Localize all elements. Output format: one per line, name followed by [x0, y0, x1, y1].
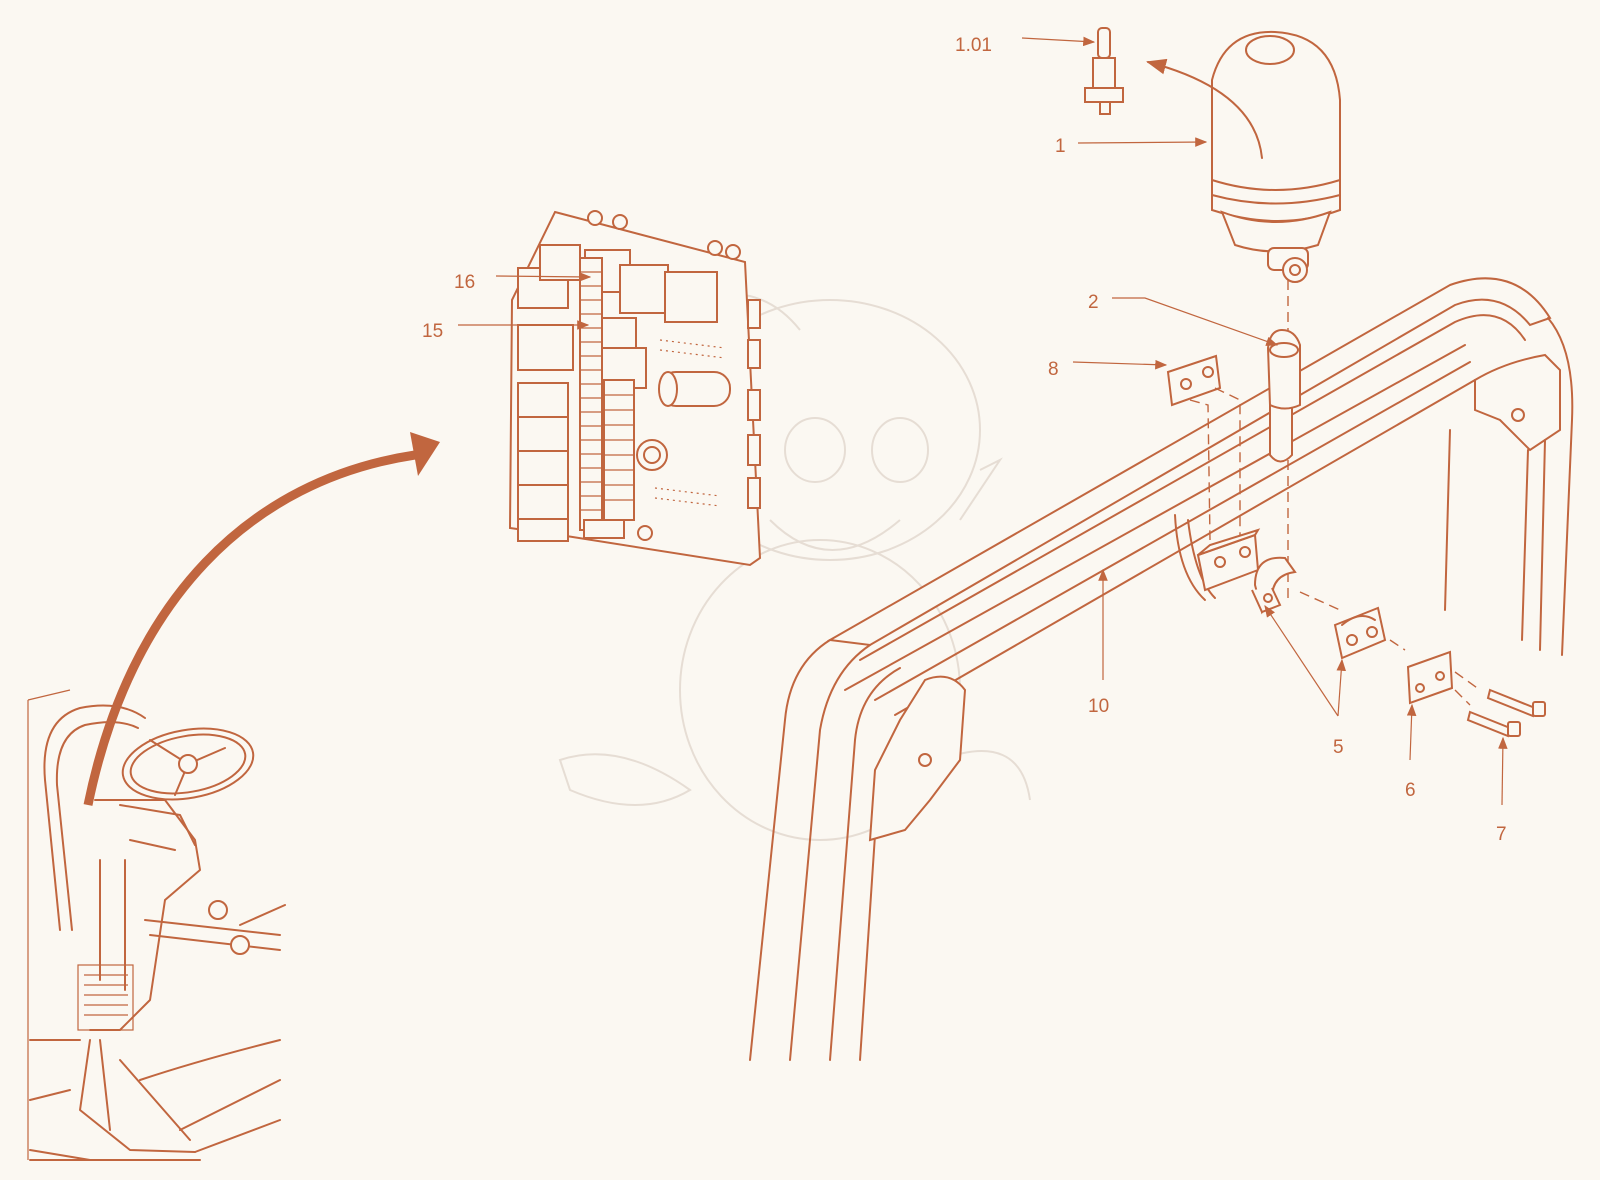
mount-tube: [1266, 280, 1301, 600]
callout-1: 1: [1055, 136, 1066, 157]
beacon-lamp: [1146, 30, 1341, 283]
callout-10: 10: [1088, 696, 1109, 717]
rops-frame: [749, 277, 1574, 1061]
leader-lines: [458, 36, 1508, 806]
callout-2: 2: [1088, 292, 1099, 313]
callout-1-01: 1.01: [955, 35, 992, 56]
callout-8: 8: [1048, 359, 1059, 380]
clamp-halves: [1251, 556, 1387, 660]
backing-plate: [1299, 591, 1481, 706]
clamp-block: [1196, 528, 1261, 592]
detail-pointer-arrow: [83, 450, 416, 806]
callout-16: 16: [454, 272, 475, 293]
callout-7: 7: [1496, 824, 1507, 845]
bolts: [1466, 688, 1546, 738]
callout-6: 6: [1405, 780, 1416, 801]
bulb-part: [1084, 27, 1124, 115]
detail-pointer-arrowhead: [410, 432, 440, 476]
machine-overview: [27, 689, 286, 1161]
callout-15: 15: [422, 321, 443, 342]
plate-part: [1166, 354, 1241, 541]
callout-5: 5: [1333, 737, 1344, 758]
control-board: [508, 210, 762, 567]
